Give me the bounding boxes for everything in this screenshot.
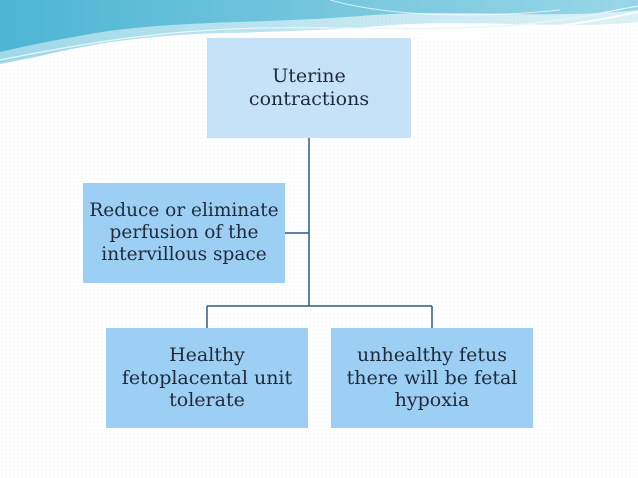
node-uterine-contractions: Uterine contractions xyxy=(207,38,411,138)
node-reduce-perfusion-label: Reduce or eliminate perfusion of the int… xyxy=(89,199,279,266)
node-healthy-fetoplacental-unit-label: Healthy fetoplacental unit tolerate xyxy=(121,343,293,412)
node-uterine-contractions-label: Uterine contractions xyxy=(248,65,370,110)
node-reduce-perfusion: Reduce or eliminate perfusion of the int… xyxy=(83,183,285,283)
node-unhealthy-fetus-label: unhealthy fetus there will be fetal hypo… xyxy=(346,343,518,412)
decorative-wave-header xyxy=(0,0,638,69)
node-unhealthy-fetus: unhealthy fetus there will be fetal hypo… xyxy=(331,328,533,428)
node-healthy-fetoplacental-unit: Healthy fetoplacental unit tolerate xyxy=(106,328,308,428)
